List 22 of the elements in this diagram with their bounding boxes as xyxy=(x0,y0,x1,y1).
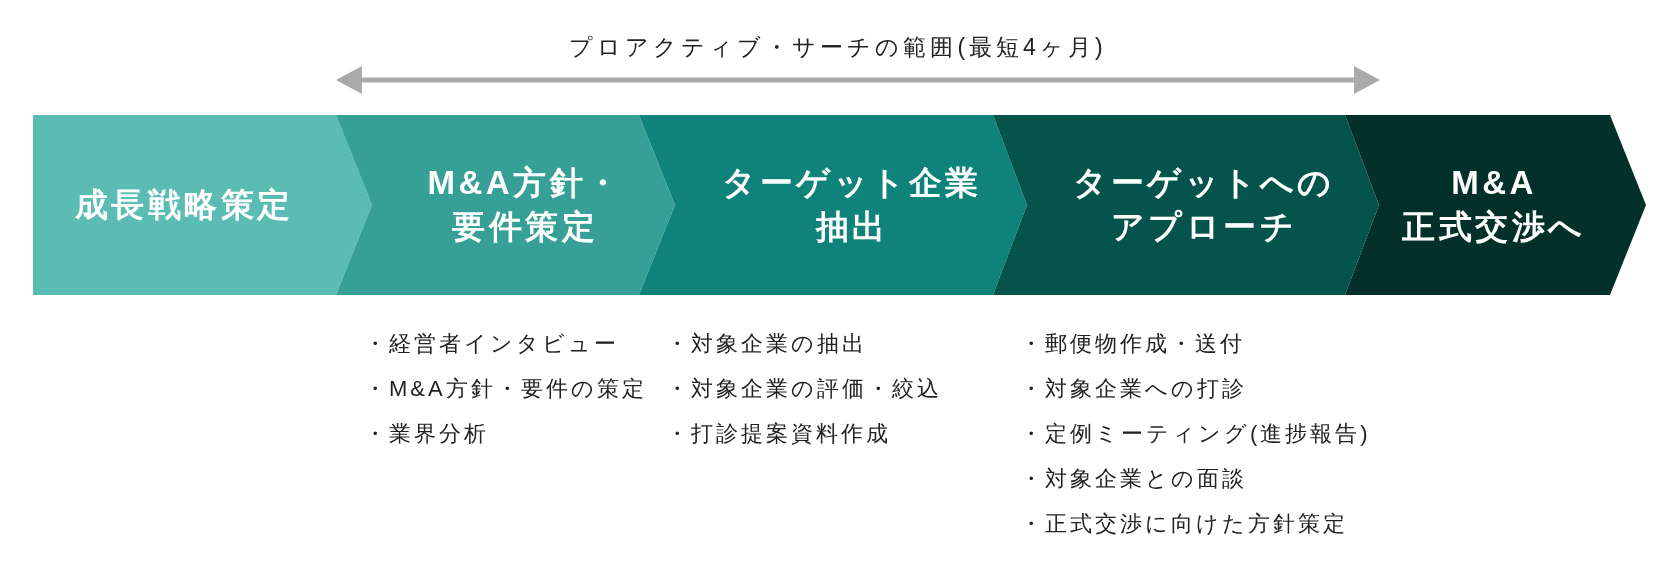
step-label: M&A正式交渉へ xyxy=(1401,163,1587,247)
list-item: ・対象企業の評価・絞込 xyxy=(666,375,942,403)
list-item: ・M&A方針・要件の策定 xyxy=(364,375,647,403)
step-label: ターゲット企業抽出 xyxy=(721,163,983,247)
process-step xyxy=(1345,115,1646,295)
process-step xyxy=(33,115,372,295)
list-item: ・定例ミーティング(進捗報告) xyxy=(1020,420,1371,448)
range-label: プロアクティブ・サーチの範囲(最短4ヶ月) xyxy=(569,33,1107,62)
list-item: ・郵便物作成・送付 xyxy=(1020,330,1245,358)
step-label: 成長戦略策定 xyxy=(73,185,295,225)
list-item: ・正式交渉に向けた方針策定 xyxy=(1020,510,1348,538)
process-step xyxy=(639,115,1027,295)
step-label: M&A方針・要件策定 xyxy=(426,163,624,247)
list-item: ・対象企業への打診 xyxy=(1020,375,1247,403)
list-item: ・経営者インタビュー xyxy=(364,330,619,358)
step-label: ターゲットへのアプローチ xyxy=(1072,163,1336,247)
list-item: ・打診提案資料作成 xyxy=(666,420,891,448)
list-item: ・対象企業との面談 xyxy=(1020,465,1247,493)
process-step xyxy=(993,115,1379,295)
list-item: ・業界分析 xyxy=(364,420,489,448)
process-step xyxy=(336,115,675,295)
list-item: ・対象企業の抽出 xyxy=(666,330,867,358)
